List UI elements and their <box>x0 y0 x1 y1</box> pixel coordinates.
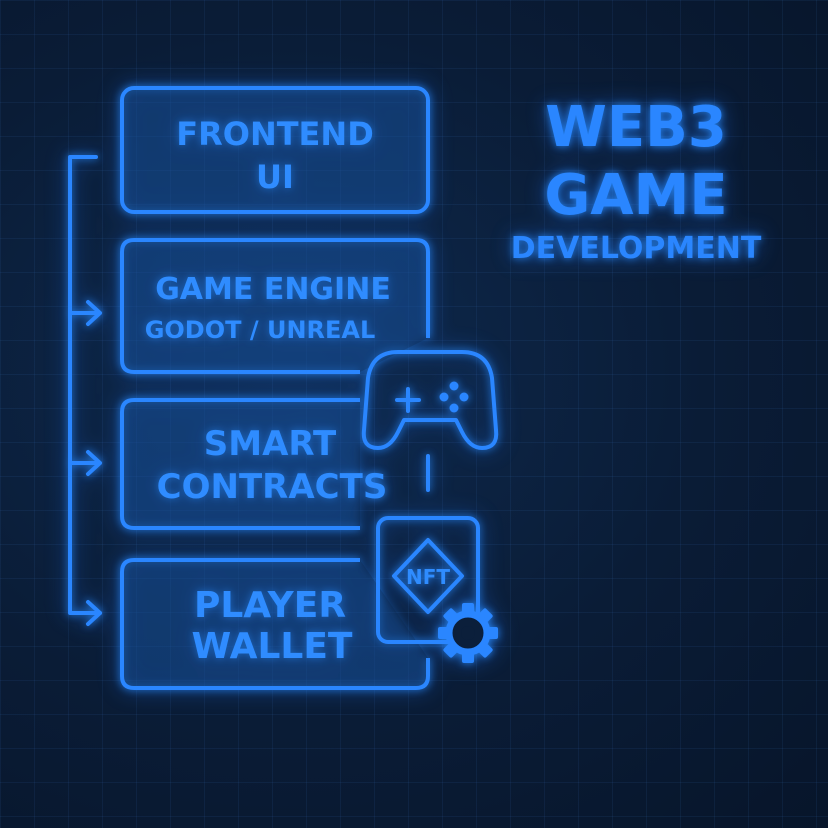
connector-arrow-player-wallet <box>86 600 102 626</box>
box-smart-contracts-label-1: SMART <box>204 424 337 464</box>
title-line-1: WEB3 <box>545 95 727 160</box>
nft-card-icon: NFT <box>376 516 480 644</box>
connector-arrow-smart-contracts <box>68 450 102 476</box>
gamepad-icon <box>361 350 499 450</box>
box-player-wallet-label-1: PLAYER <box>194 585 346 626</box>
title-line-3: DEVELOPMENT <box>511 231 762 266</box>
box-player-wallet-label-2: WALLET <box>192 626 353 667</box>
box-frontend-ui <box>120 86 430 214</box>
gear-icon <box>438 603 498 663</box>
box-frontend-ui-label-1: FRONTEND <box>176 115 374 153</box>
connector-bracket <box>68 155 102 615</box>
connector-arrow-game-engine <box>68 300 102 326</box>
box-game-engine <box>120 238 430 374</box>
box-game-engine-label-1: GAME ENGINE <box>155 272 391 307</box>
box-game-engine-label-2: GODOT / UNREAL <box>145 316 376 344</box>
box-smart-contracts <box>120 398 360 530</box>
box-smart-contracts-label-2: CONTRACTS <box>157 467 388 507</box>
box-frontend-ui-label-2: UI <box>256 158 294 196</box>
title-line-2: GAME <box>544 163 727 228</box>
nft-badge-label: NFT <box>406 565 450 589</box>
box-player-wallet <box>120 558 430 690</box>
